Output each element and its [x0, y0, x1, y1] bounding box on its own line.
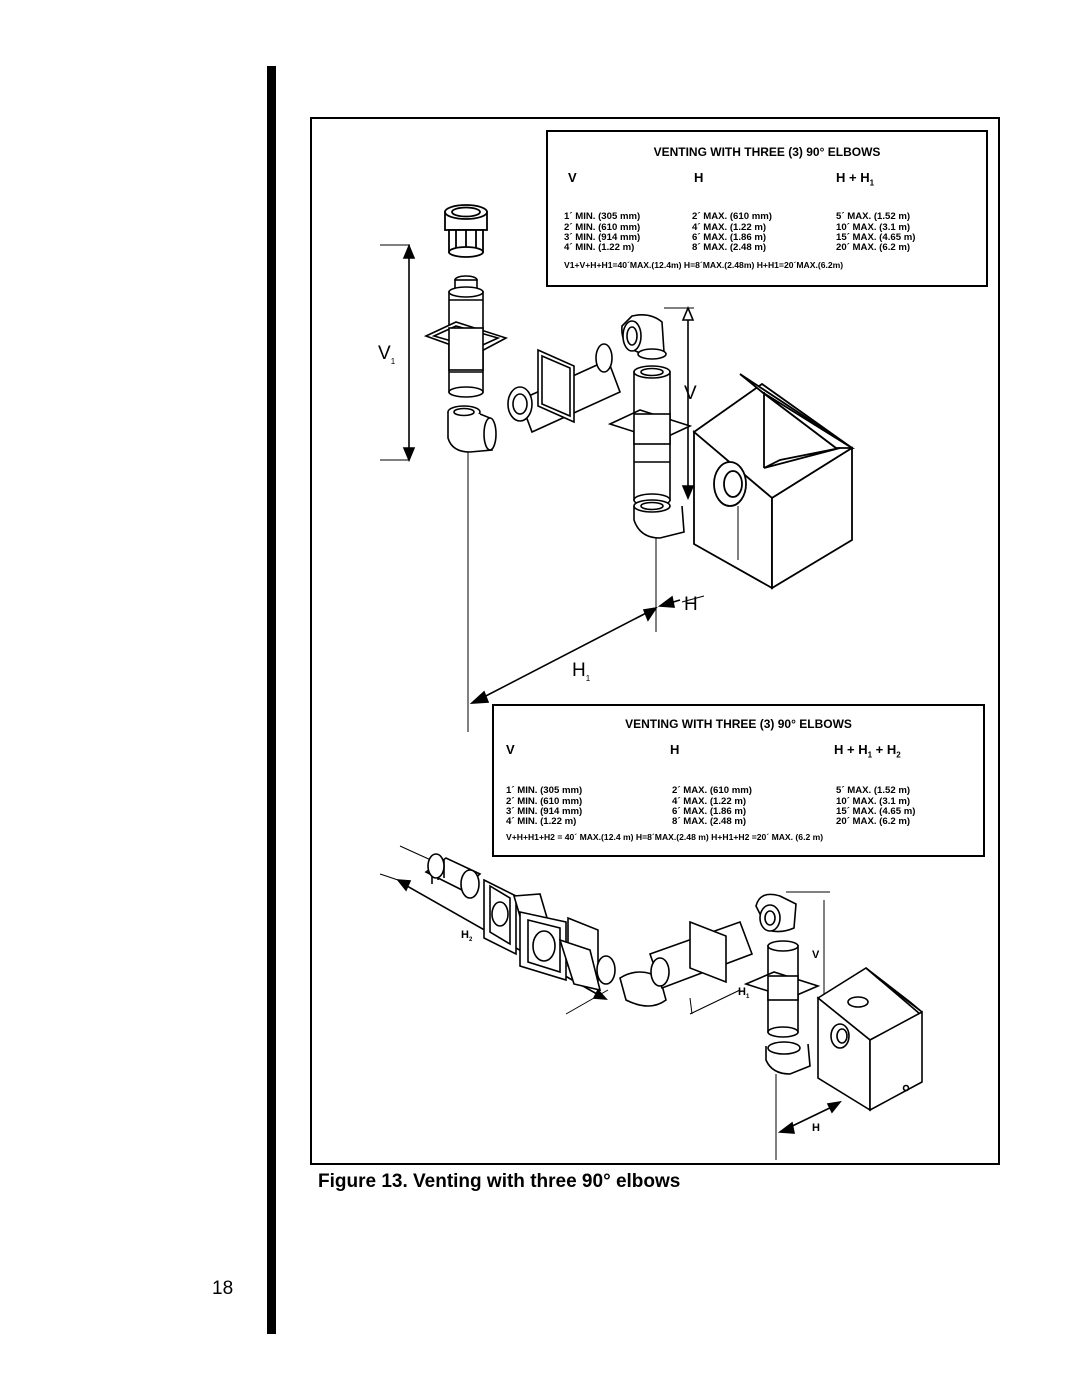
label-bottom-h2: H2 — [461, 929, 473, 944]
page-number: 18 — [212, 1278, 234, 1299]
header-h: H — [694, 170, 704, 185]
vent-cap — [444, 204, 488, 258]
figure-frame — [310, 117, 1000, 1165]
col-hh-list: 5´ MAX. (1.52 m)10´ MAX. (3.1 m)15´ MAX.… — [836, 785, 916, 828]
header-v: V — [568, 170, 577, 185]
col-v-list: 1´ MIN. (305 mm)2´ MIN. (610 mm)3´ MIN. … — [506, 785, 583, 828]
label-bottom-h1: H1 — [738, 986, 750, 1001]
wall-terminal — [424, 853, 482, 899]
venting-table-top: VENTING WITH THREE (3) 90° ELBOWS V H H … — [546, 130, 988, 287]
table-formula: V1+V+H+H1=40´MAX.(12.4m) H=8´MAX.(2.48m)… — [564, 260, 844, 270]
header-hh: H + H1 + H2 — [834, 742, 901, 760]
header-v: V — [506, 742, 515, 757]
stove-box — [692, 373, 856, 590]
label-h1: H1 — [572, 660, 591, 683]
header-hh: H + H1 — [836, 170, 875, 188]
header-h: H — [670, 742, 680, 757]
col-hh-list: 5´ MAX. (1.52 m)10´ MAX. (3.1 m)15´ MAX.… — [836, 211, 916, 254]
horizontal-pipe-top — [507, 343, 622, 434]
stove-box-small — [816, 967, 923, 1112]
table-title: VENTING WITH THREE (3) 90° ELBOWS — [653, 145, 881, 159]
figure-caption: Figure 13. Venting with three 90° elbows — [318, 1171, 681, 1192]
label-v1: V1 — [378, 343, 396, 366]
venting-table-bottom: VENTING WITH THREE (3) 90° ELBOWS V H H … — [492, 704, 985, 857]
table-title: VENTING WITH THREE (3) 90° ELBOWS — [625, 717, 852, 731]
label-bottom-h: H — [812, 1122, 820, 1134]
col-h-list: 2´ MAX. (610 mm)4´ MAX. (1.22 m)6´ MAX. … — [672, 785, 752, 828]
label-bottom-v: V — [812, 949, 820, 961]
col-h-list: 2´ MAX. (610 mm)4´ MAX. (1.22 m)6´ MAX. … — [692, 211, 772, 254]
margin-bar — [267, 66, 276, 1334]
label-h: H — [684, 594, 698, 615]
col-v-list: 1´ MIN. (305 mm)2´ MIN. (610 mm)3´ MIN. … — [564, 211, 641, 254]
label-v: V — [684, 383, 697, 404]
table-formula: V+H+H1+H2 = 40´ MAX.(12.4 m) H=8´MAX.(2.… — [506, 832, 824, 842]
